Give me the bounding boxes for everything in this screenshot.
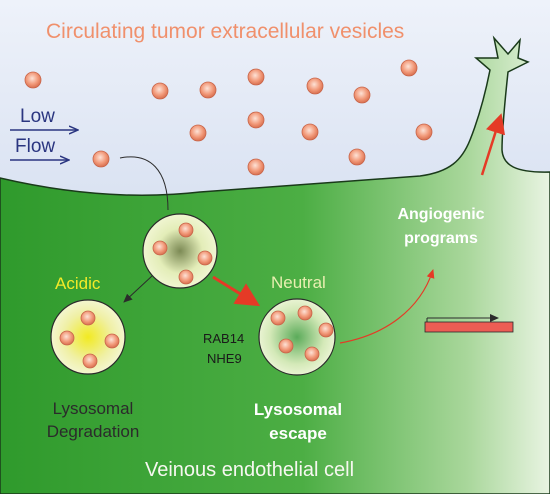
vesicle [151, 82, 169, 100]
vesicle [306, 77, 324, 95]
vesicle [104, 333, 120, 349]
diagram-title: Circulating tumor extracellular vesicles [46, 20, 405, 43]
vesicle [415, 123, 433, 141]
vesicle [24, 71, 42, 89]
vesicle [178, 269, 194, 285]
flow-label-low: Low [20, 106, 55, 127]
vesicle [178, 222, 194, 238]
vesicle [348, 148, 366, 166]
neutral-lysosome [258, 298, 336, 376]
arrow-to-angiogenic [339, 269, 435, 344]
vesicle [80, 310, 96, 326]
vesicle [304, 346, 320, 362]
vesicle [59, 330, 75, 346]
vesicle [297, 305, 313, 321]
uptake-path [119, 156, 169, 211]
neutral-label: Neutral [271, 273, 326, 292]
vesicle [247, 158, 265, 176]
vesicle [152, 240, 168, 256]
vesicle [247, 68, 265, 86]
vesicle [82, 353, 98, 369]
arrow-to-filopodium [480, 113, 506, 176]
vesicle [199, 81, 217, 99]
acidic-label: Acidic [55, 274, 101, 293]
lysosomal-escape-label: Lysosomal escape [253, 400, 343, 443]
vesicle [189, 124, 207, 142]
rab14-label: RAB14 [203, 331, 245, 346]
endosome [142, 213, 218, 289]
lysosomal-degradation-label: Lysosomal Degradation [46, 399, 140, 441]
vesicle [270, 310, 286, 326]
cell-name-label: Veinous endothelial cell [145, 459, 355, 481]
vesicle [400, 59, 418, 77]
vesicle [92, 150, 110, 168]
nhe9-label: NHE9 [207, 351, 242, 366]
endothelial-cell [0, 35, 550, 494]
circulating-vesicles [24, 59, 433, 176]
arrow-to-neutral [212, 275, 261, 307]
flow-label-flow: Flow [15, 136, 56, 157]
vesicle [318, 322, 334, 338]
vesicle [353, 86, 371, 104]
vesicle [301, 123, 319, 141]
arrow-to-acidic [123, 275, 153, 303]
gene-bar [424, 321, 514, 333]
vesicle [247, 111, 265, 129]
angiogenic-programs-label: Angiogenic programs [397, 206, 485, 247]
vesicle [197, 250, 213, 266]
gene-expression-bar [424, 314, 514, 333]
acidic-lysosome [50, 299, 126, 375]
vesicle [278, 338, 294, 354]
